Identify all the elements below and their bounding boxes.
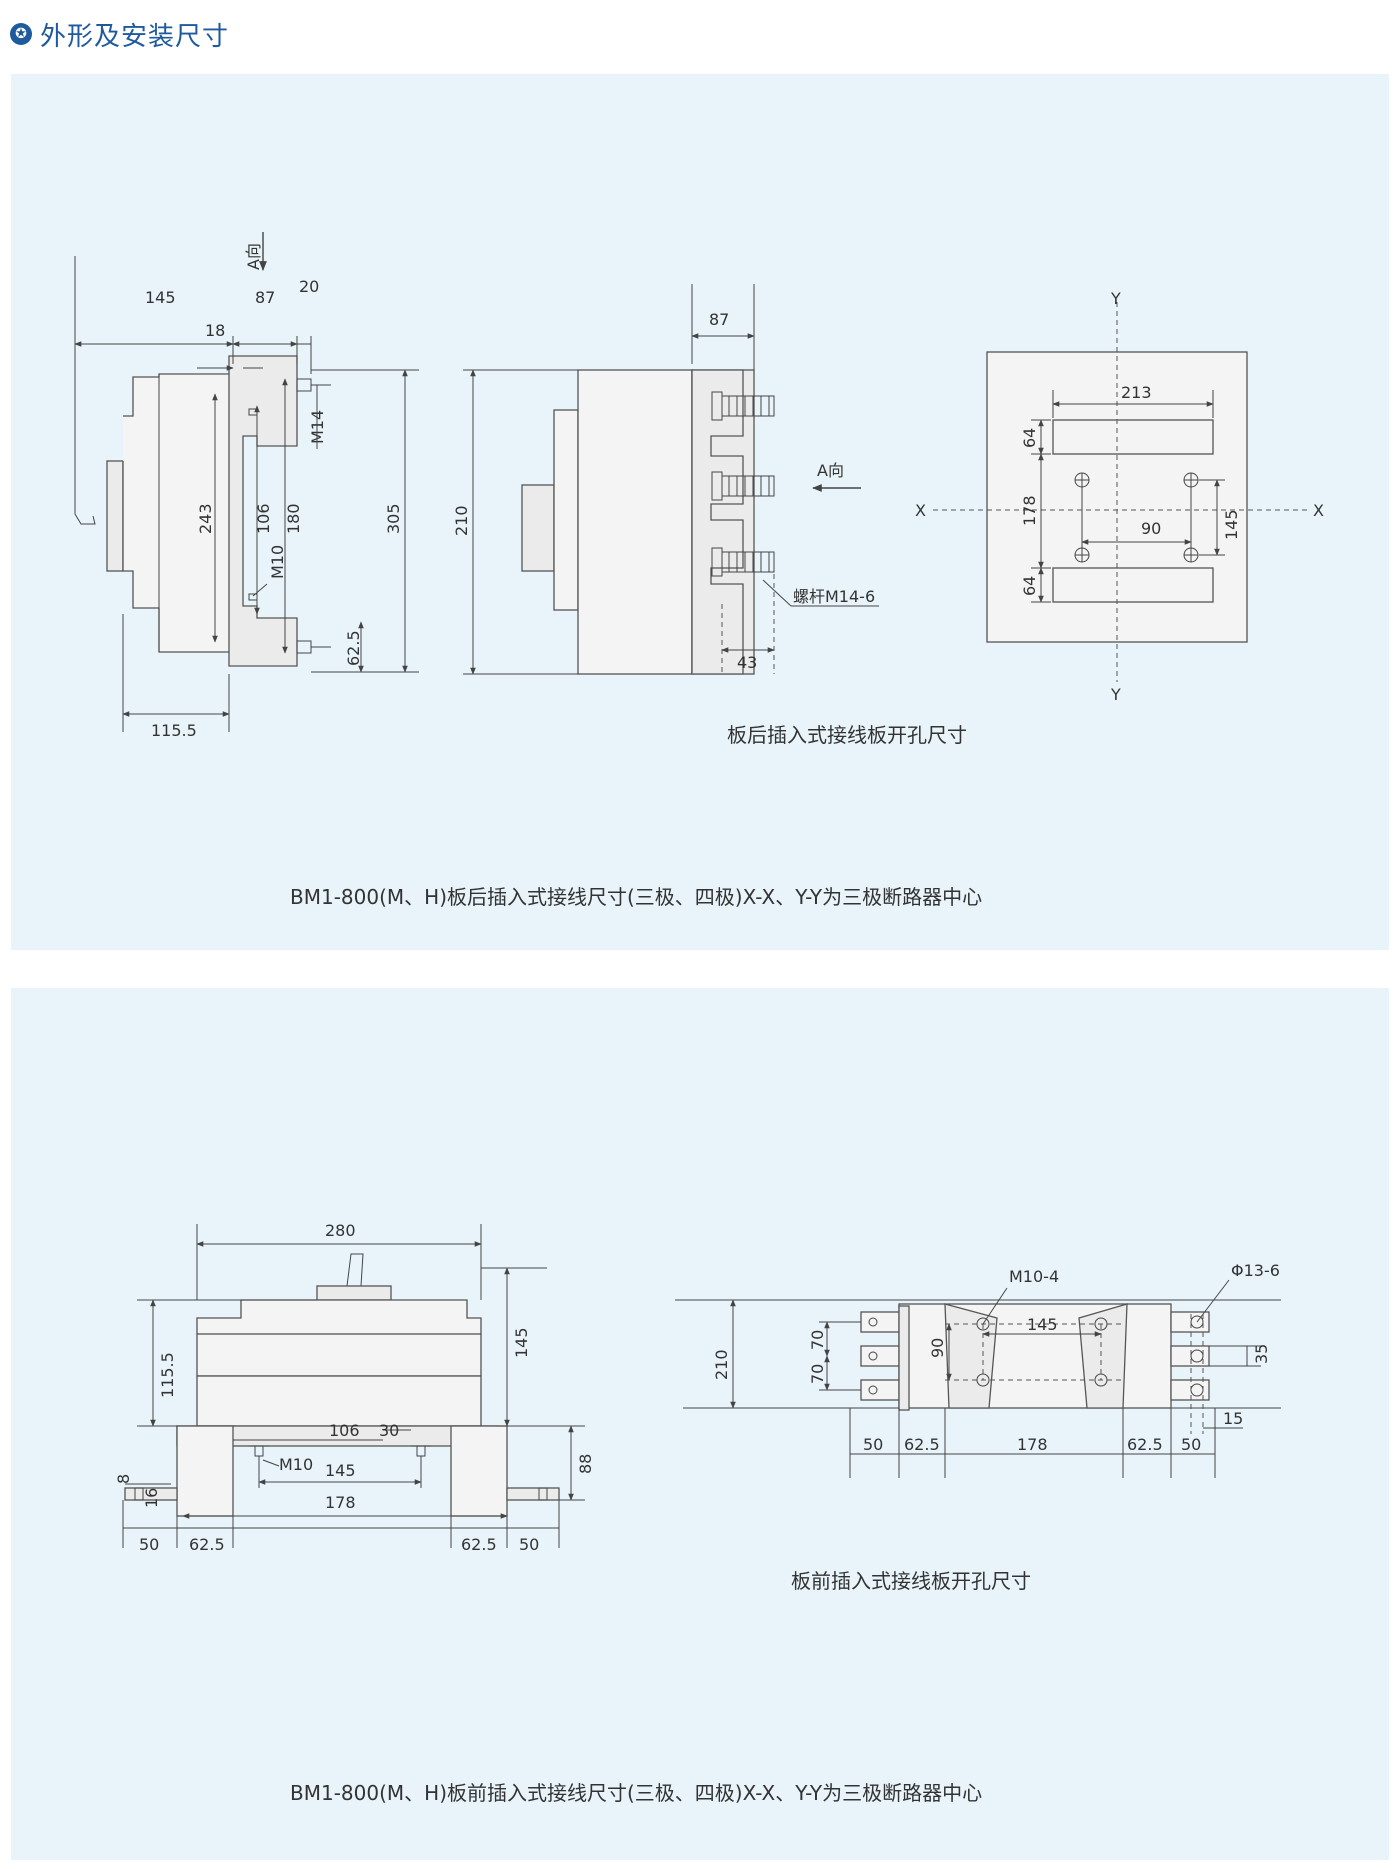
section-title: 外形及安装尺寸: [40, 21, 230, 52]
panel1-caption: BM1-800(M、H)板后插入式接线尺寸(三极、四极)X-X、Y-Y为三极断路…: [290, 885, 982, 909]
dim-115-5: 115.5: [151, 721, 197, 740]
dim-305: 305: [384, 503, 403, 534]
front-connection-panel: 280 115.5 145 88 106 30 M10 8 16 145 178: [11, 988, 1389, 1860]
dim-50-r2: 50: [1181, 1435, 1201, 1454]
dim-50-left: 50: [139, 1535, 159, 1554]
front-plate-view: M10-4 Φ13-6 210 70 70 90 145 35 15: [675, 1261, 1281, 1478]
dim-180: 180: [284, 503, 303, 534]
dim-15: 15: [1223, 1409, 1243, 1428]
axis-x-right: X: [1313, 501, 1324, 520]
axis-y-bottom: Y: [1110, 685, 1121, 704]
dim-178: 178: [1020, 495, 1039, 526]
cutout-caption: 板后插入式接线板开孔尺寸: [727, 723, 967, 747]
dim-8: 8: [114, 1474, 133, 1484]
section-header: ✪ 外形及安装尺寸: [10, 14, 229, 54]
panel2-caption: BM1-800(M、H)板前插入式接线尺寸(三极、四极)X-X、Y-Y为三极断路…: [290, 1781, 982, 1805]
dim-115-5b: 115.5: [158, 1352, 177, 1398]
axis-x-left: X: [915, 501, 926, 520]
dim-16: 16: [142, 1488, 161, 1508]
rear-plug-view: 87 210 A向 螺杆M14-6 43: [452, 284, 879, 675]
dim-145: 145: [145, 288, 176, 307]
dim-50-right: 50: [519, 1535, 539, 1554]
side-view: 145 87 20 18 A向 M14 243 106 180 M10 305 …: [74, 232, 419, 740]
dim-35: 35: [1252, 1344, 1271, 1364]
dim-145-bottom: 145: [325, 1461, 356, 1480]
front-connection-drawing: 280 115.5 145 88 106 30 M10 8 16 145 178: [114, 1221, 1281, 1805]
label-m10-4: M10-4: [1009, 1267, 1059, 1286]
dim-70a: 70: [808, 1330, 827, 1350]
dim-178c: 178: [1017, 1435, 1048, 1454]
dim-62-5: 62.5: [344, 630, 363, 666]
dim-30: 30: [379, 1421, 399, 1440]
dim-87: 87: [255, 288, 275, 307]
dim-62-5-right: 62.5: [461, 1535, 497, 1554]
rear-connection-drawing: 145 87 20 18 A向 M14 243 106 180 M10 305 …: [74, 232, 1324, 909]
bolt-bottom: [711, 547, 775, 577]
dim-90: 90: [1141, 519, 1161, 538]
dim-62-5-l2: 62.5: [904, 1435, 940, 1454]
panel-cutout-view: Y Y X X 213 64 178 64 90 145: [915, 289, 1324, 704]
cutout-caption-2: 板前插入式接线板开孔尺寸: [791, 1569, 1031, 1593]
dim-178b: 178: [325, 1493, 356, 1512]
dim-62-5-left: 62.5: [189, 1535, 225, 1554]
dim-50-l2: 50: [863, 1435, 883, 1454]
dim-64-bottom: 64: [1020, 576, 1039, 596]
dim-m10: M10: [268, 545, 287, 579]
dim-243: 243: [196, 503, 215, 534]
dim-87b: 87: [709, 310, 729, 329]
rear-connection-panel: 145 87 20 18 A向 M14 243 106 180 M10 305 …: [11, 74, 1389, 950]
a-direction-label-2: A向: [817, 461, 844, 480]
dim-43: 43: [737, 653, 757, 672]
dim-145-cutout: 145: [1222, 509, 1241, 540]
dim-90b: 90: [928, 1338, 947, 1358]
dim-213: 213: [1121, 383, 1152, 402]
dim-210: 210: [452, 505, 471, 536]
bolt-top: [711, 391, 775, 421]
bolt-label: 螺杆M14-6: [793, 587, 875, 606]
dim-62-5-r2: 62.5: [1127, 1435, 1163, 1454]
dim-145c: 145: [1027, 1315, 1058, 1334]
dim-145-right: 145: [512, 1327, 531, 1358]
front-side-view: 280 115.5 145 88 106 30 M10 8 16 145 178: [114, 1221, 595, 1554]
dim-106b: 106: [329, 1421, 360, 1440]
dim-280: 280: [325, 1221, 356, 1240]
axis-y-top: Y: [1110, 289, 1121, 308]
a-direction-label: A向: [244, 243, 263, 270]
bolt-mid: [711, 471, 775, 501]
star-circle-icon: ✪: [10, 23, 32, 45]
dim-106: 106: [254, 503, 273, 534]
dim-m10b: M10: [279, 1455, 313, 1474]
dim-20: 20: [299, 277, 319, 296]
label-phi13-6: Φ13-6: [1231, 1261, 1280, 1280]
dim-18: 18: [205, 321, 225, 340]
dim-70b: 70: [808, 1364, 827, 1384]
dim-88: 88: [576, 1454, 595, 1474]
dim-64-top: 64: [1020, 428, 1039, 448]
dim-210b: 210: [712, 1349, 731, 1380]
